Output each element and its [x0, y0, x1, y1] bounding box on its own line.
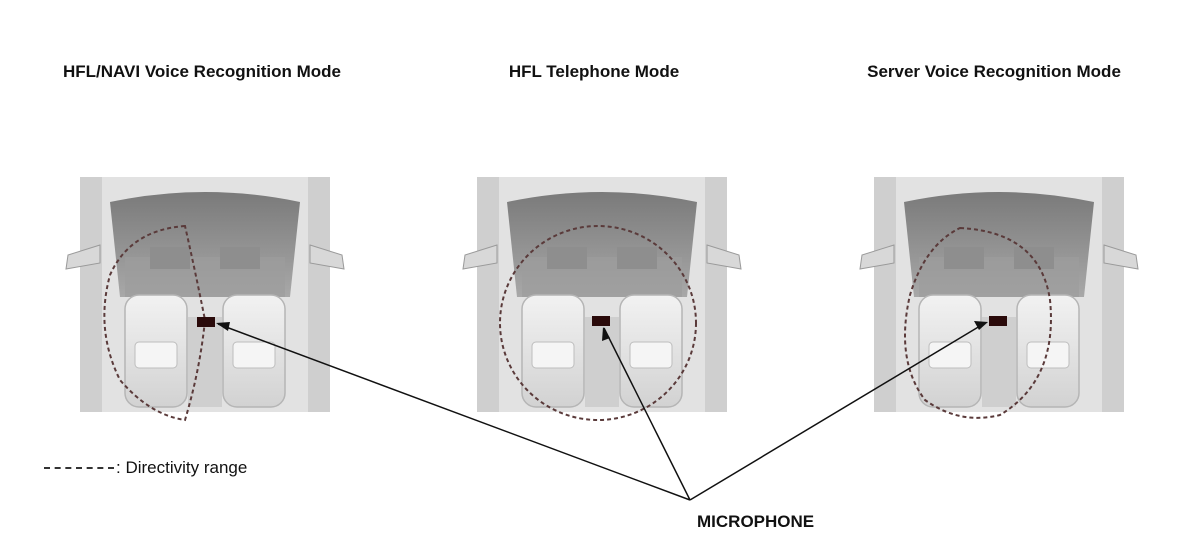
legend: : Directivity range	[44, 458, 247, 478]
car-diagram-server-voice	[859, 176, 1139, 413]
directivity-range-server-voice	[904, 226, 1052, 419]
title-hfl-navi-mode: HFL/NAVI Voice Recognition Mode	[63, 62, 341, 81]
arrowheads	[216, 321, 988, 341]
title-server-voice-mode: Server Voice Recognition Mode	[867, 62, 1121, 81]
legend-label: : Directivity range	[116, 458, 248, 477]
callout-leader-lines	[217, 322, 986, 501]
directivity-range-hfl-navi	[103, 224, 207, 422]
microphone-server-voice	[989, 316, 1007, 326]
car-diagram-hfl-navi	[65, 176, 345, 413]
microphone-hfl-telephone	[592, 316, 610, 326]
title-hfl-telephone-mode: HFL Telephone Mode	[508, 62, 680, 81]
microphone-hfl-navi	[197, 317, 215, 327]
microphone-label: MICROPHONE	[697, 512, 815, 531]
dashed-line-sample	[44, 467, 114, 469]
directivity-range-hfl-telephone	[499, 225, 697, 421]
car-diagram-hfl-telephone	[462, 176, 742, 413]
